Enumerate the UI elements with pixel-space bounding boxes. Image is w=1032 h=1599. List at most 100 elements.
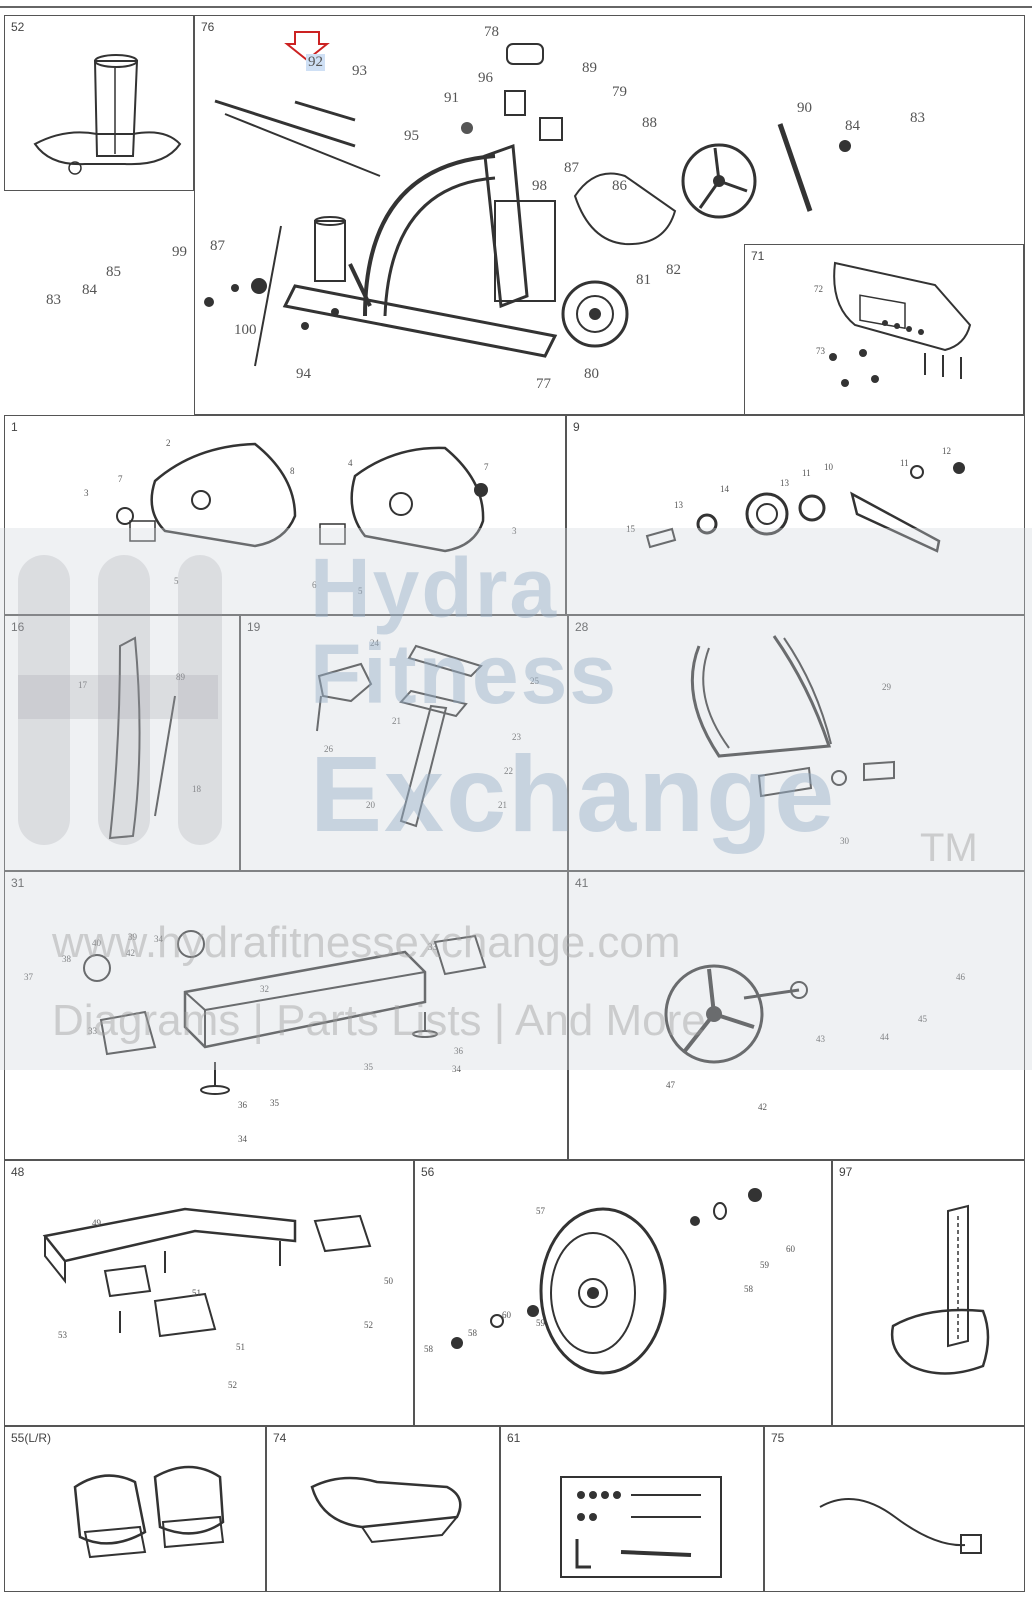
callout: 53 xyxy=(58,1330,67,1340)
callout-87: 87 xyxy=(564,160,579,176)
callout: 46 xyxy=(956,972,965,982)
panel-52: 52 xyxy=(4,15,194,191)
callout: 21 xyxy=(498,800,507,810)
callout: 34 xyxy=(154,934,163,944)
callout: 58 xyxy=(468,1328,477,1338)
callout: 60 xyxy=(786,1244,795,1254)
callout-83: 83 xyxy=(910,110,925,126)
panel-74: 74 xyxy=(266,1426,500,1592)
panel-75: 75 xyxy=(764,1426,1025,1592)
panel-28: 28 xyxy=(568,615,1025,871)
callout: 2 xyxy=(166,438,171,448)
callout: 4 xyxy=(348,458,353,468)
callout: 21 xyxy=(392,716,401,726)
callout-86: 86 xyxy=(612,178,627,194)
callout: 7 xyxy=(484,462,489,472)
callout: 40 xyxy=(92,938,101,948)
callout: 44 xyxy=(880,1032,889,1042)
panel-label: 97 xyxy=(839,1165,853,1179)
callout: 3 xyxy=(84,488,89,498)
callout: 3 xyxy=(512,526,517,536)
callout: 6 xyxy=(312,580,317,590)
panel-55: 55(L/R) xyxy=(4,1426,266,1592)
callout: 24 xyxy=(370,638,379,648)
callout: 26 xyxy=(324,744,333,754)
callout: 36 xyxy=(238,1100,247,1110)
panel-97: 97 xyxy=(832,1160,1025,1426)
panel-label: 1 xyxy=(11,420,18,434)
main-frame-drawing xyxy=(204,31,851,367)
callout-81: 81 xyxy=(636,272,651,288)
callout: 13 xyxy=(780,478,789,488)
callout: 30 xyxy=(840,836,849,846)
handlebar-post-drawing xyxy=(108,636,176,840)
callout: 50 xyxy=(384,1276,393,1286)
panel-label: 52 xyxy=(11,20,25,34)
callout: 58 xyxy=(424,1344,433,1354)
flywheel-drawing xyxy=(451,1188,762,1375)
callout: 29 xyxy=(882,682,891,692)
panel-label: 16 xyxy=(11,620,25,634)
callout: 39 xyxy=(128,932,137,942)
panel-9: 9 xyxy=(566,415,1025,615)
panel-label: 75 xyxy=(771,1431,785,1445)
callout: 51 xyxy=(236,1342,245,1352)
panel-label: 55(L/R) xyxy=(11,1431,52,1445)
callout: 23 xyxy=(512,732,521,742)
callout: 38 xyxy=(62,954,71,964)
sensor-cable-drawing xyxy=(819,1498,982,1554)
front-stabilizer-drawing xyxy=(42,1207,372,1338)
callout: 42 xyxy=(758,1102,767,1112)
callout: 34 xyxy=(452,1064,461,1074)
side-covers-drawing xyxy=(116,442,488,553)
panel-41: 41 xyxy=(568,871,1025,1160)
callout-96: 96 xyxy=(478,70,493,86)
handlebar-drawing xyxy=(690,635,895,798)
seat-slider-drawing xyxy=(316,644,483,828)
callout: 36 xyxy=(454,1046,463,1056)
panel-label: 19 xyxy=(247,620,261,634)
callout-93: 93 xyxy=(352,63,367,79)
callout-89: 89 xyxy=(582,60,597,76)
callout-94: 94 xyxy=(296,366,311,382)
callout: 52 xyxy=(364,1320,373,1330)
callout: 58 xyxy=(744,1284,753,1294)
callout: 25 xyxy=(530,676,539,686)
callout: 20 xyxy=(366,800,375,810)
panel-label: 74 xyxy=(273,1431,287,1445)
panel-label: 41 xyxy=(575,876,589,890)
callout: 15 xyxy=(626,524,635,534)
callout: 13 xyxy=(674,500,683,510)
panel-label: 48 xyxy=(11,1165,25,1179)
panel-71: 71 xyxy=(744,244,1024,415)
callout: 57 xyxy=(536,1206,545,1216)
panel-label: 71 xyxy=(751,249,765,263)
callout: 42 xyxy=(126,948,135,958)
callout-83b: 83 xyxy=(46,292,61,308)
callout: 10 xyxy=(824,462,833,472)
callout: 18 xyxy=(192,784,201,794)
callout-91: 91 xyxy=(444,90,459,106)
callout-92-highlighted: 92 xyxy=(306,54,325,71)
callout-100: 100 xyxy=(234,322,257,338)
callout: 5 xyxy=(358,586,363,596)
callout: 14 xyxy=(720,484,729,494)
pedals-drawing xyxy=(73,1465,225,1559)
seat-drawing xyxy=(310,1476,462,1544)
callout-77: 77 xyxy=(536,376,551,392)
callout: 11 xyxy=(802,468,811,478)
post-bracket-drawing xyxy=(890,1204,990,1375)
callout-98: 98 xyxy=(532,178,547,194)
panel-label: 56 xyxy=(421,1165,435,1179)
callout-95: 95 xyxy=(404,128,419,144)
panel-31: 31 xyxy=(4,871,568,1160)
callout: 35 xyxy=(364,1062,373,1072)
panel-label: 76 xyxy=(201,20,215,34)
seat-post-bracket-drawing xyxy=(33,54,182,175)
callout-87b: 87 xyxy=(210,238,225,254)
callout-85: 85 xyxy=(106,264,121,280)
callout: 43 xyxy=(816,1034,825,1044)
panel-16: 16 xyxy=(4,615,240,871)
callout-72: 72 xyxy=(814,284,823,294)
